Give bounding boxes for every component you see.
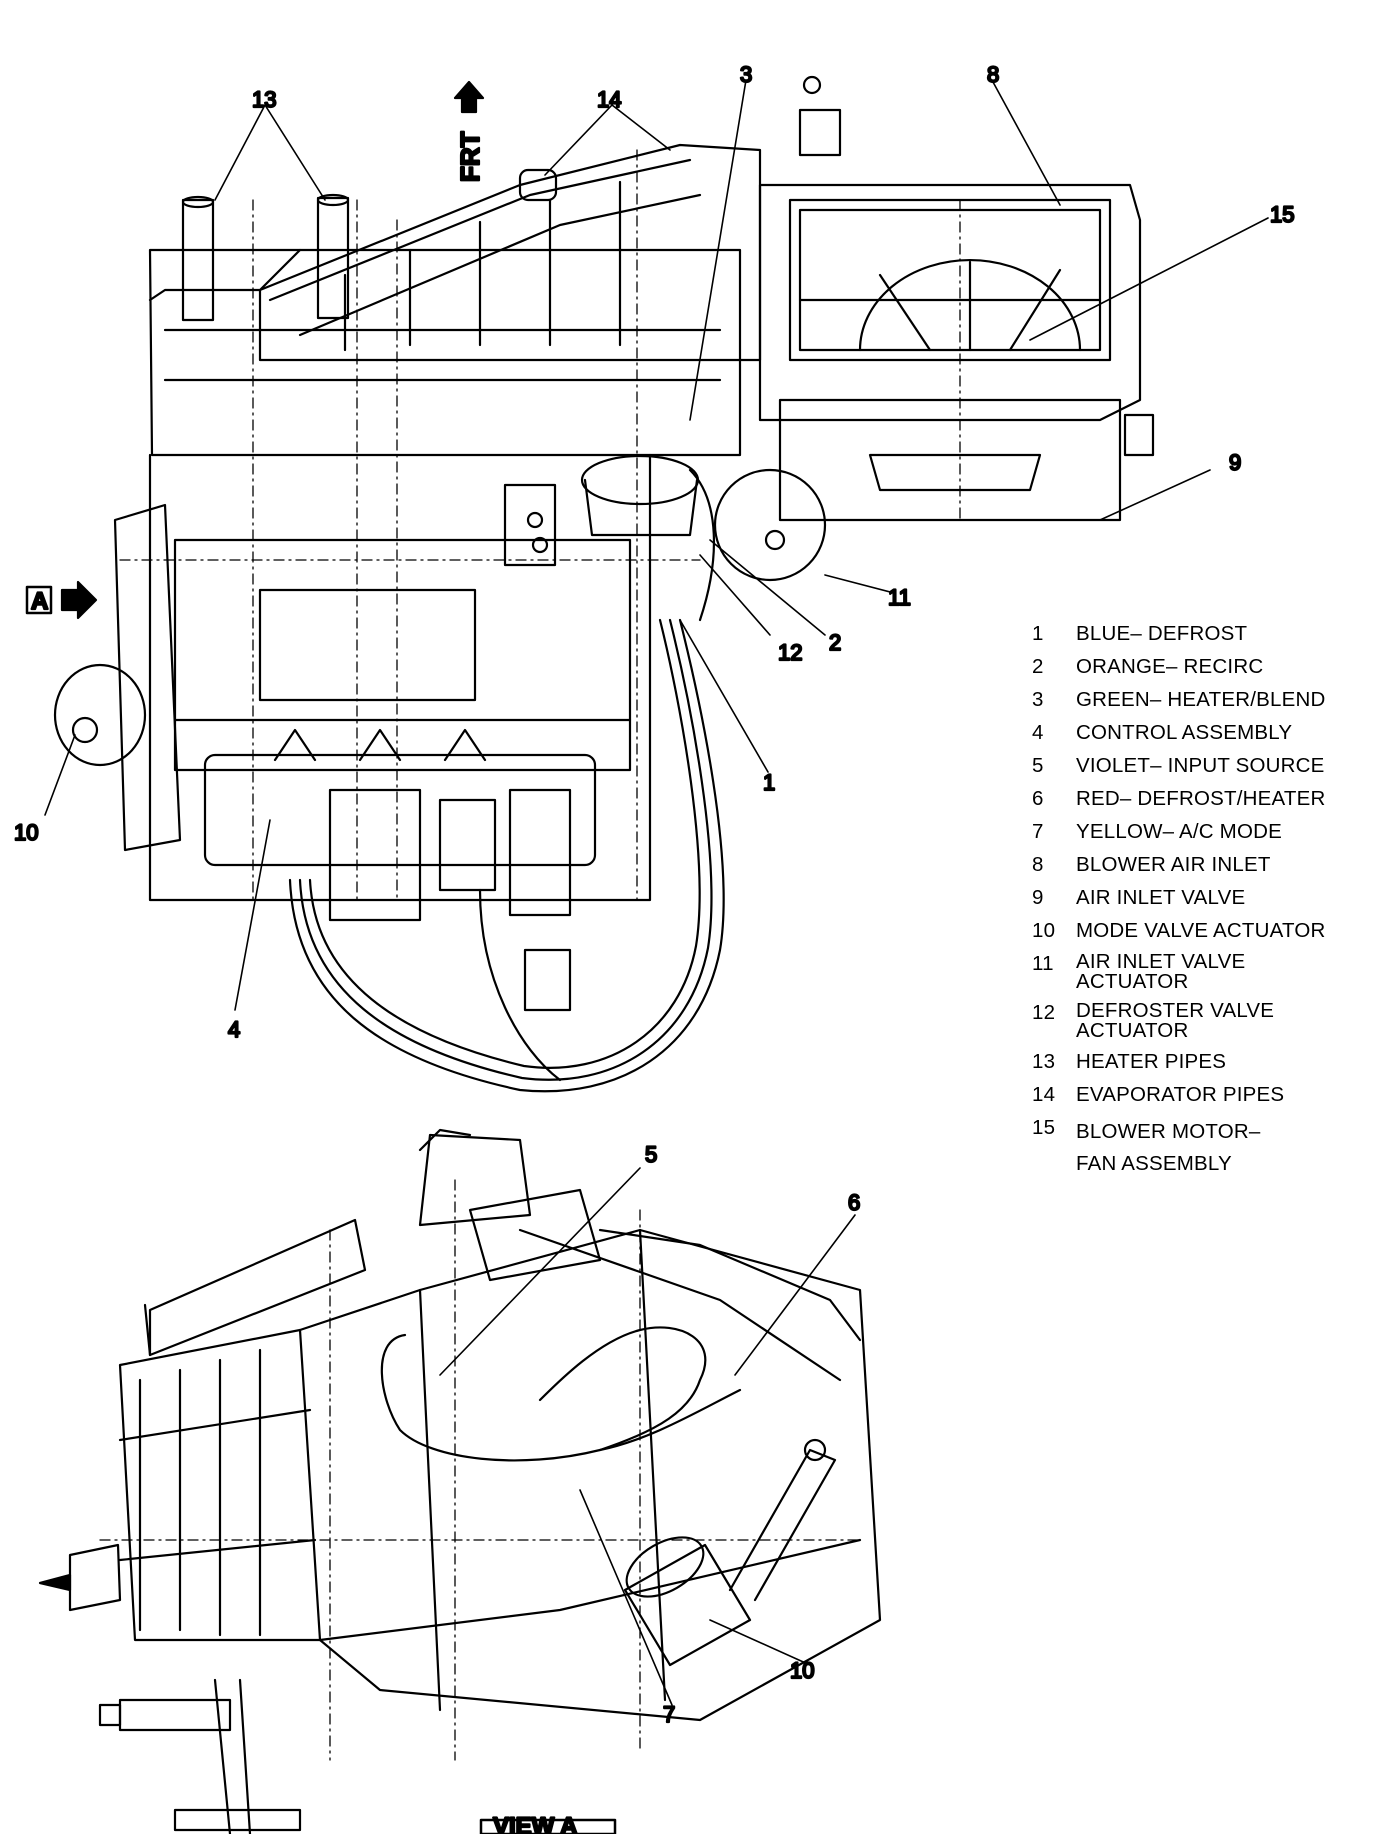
legend-text: AIR INLET VALVE ACTUATOR xyxy=(1076,950,1246,993)
legend-text: BLOWER AIR INLET xyxy=(1076,853,1271,876)
legend-number: 7 xyxy=(1032,820,1044,843)
legend-item-11: 11 AIR INLET VALVE ACTUATOR xyxy=(1030,950,1370,993)
legend-text: EVAPORATOR PIPES xyxy=(1076,1083,1285,1106)
legend-item-5: 5 VIOLET– INPUT SOURCE xyxy=(1030,754,1370,778)
callout-14: 14 xyxy=(597,87,621,112)
legend-text: HEATER PIPES xyxy=(1076,1050,1227,1073)
callout-10-bottom: 10 xyxy=(790,1658,814,1683)
legend-number: 15 xyxy=(1032,1116,1056,1139)
legend-text: CONTROL ASSEMBLY xyxy=(1076,721,1293,744)
legend-number: 5 xyxy=(1032,754,1044,777)
callout-11: 11 xyxy=(888,585,911,610)
legend-item-7: 7 YELLOW– A/C MODE xyxy=(1030,820,1370,844)
legend-item-1: 1 BLUE– DEFROST xyxy=(1030,622,1370,646)
legend-item-12: 12 DEFROSTER VALVE ACTUATOR xyxy=(1030,999,1370,1042)
callout-13: 13 xyxy=(252,87,276,112)
legend-number: 2 xyxy=(1032,655,1044,678)
callout-6: 6 xyxy=(848,1190,860,1215)
top-assembly-drawing xyxy=(25,75,1155,1093)
view-a-title: VIEW A xyxy=(493,1813,577,1834)
legend-text: GREEN– HEATER/BLEND xyxy=(1076,688,1326,711)
callout-8: 8 xyxy=(987,62,999,87)
legend-number: 6 xyxy=(1032,787,1044,810)
view-a-marker-label: A xyxy=(31,588,48,615)
callout-10-top: 10 xyxy=(14,820,38,845)
legend-number: 9 xyxy=(1032,886,1044,909)
legend-number: 14 xyxy=(1032,1083,1056,1106)
legend-item-2: 2 ORANGE– RECIRC xyxy=(1030,655,1370,679)
legend-item-13: 13 HEATER PIPES xyxy=(1030,1050,1370,1074)
legend-text: ORANGE– RECIRC xyxy=(1076,655,1264,678)
callout-12: 12 xyxy=(778,640,802,665)
legend-text: RED– DEFROST/HEATER xyxy=(1076,787,1326,810)
legend-number: 13 xyxy=(1032,1050,1056,1073)
legend-number: 10 xyxy=(1032,919,1056,942)
legend-text: BLOWER MOTOR– FAN ASSEMBLY xyxy=(1076,1120,1261,1175)
legend-number: 8 xyxy=(1032,853,1044,876)
legend-item-6: 6 RED– DEFROST/HEATER xyxy=(1030,787,1370,811)
callout-7: 7 xyxy=(663,1702,675,1727)
legend-item-15: 15 BLOWER MOTOR– FAN ASSEMBLY xyxy=(1030,1116,1370,1180)
legend-item-3: 3 GREEN– HEATER/BLEND xyxy=(1030,688,1370,712)
view-a-callout-leaders xyxy=(439,1167,856,1706)
legend-number: 11 xyxy=(1032,952,1054,975)
legend-text: YELLOW– A/C MODE xyxy=(1076,820,1282,843)
view-a-drawing xyxy=(38,1128,882,1834)
legend-item-8: 8 BLOWER AIR INLET xyxy=(1030,853,1370,877)
front-direction-label: FRT xyxy=(455,131,485,182)
legend-item-9: 9 AIR INLET VALVE xyxy=(1030,886,1370,910)
callout-2: 2 xyxy=(829,630,841,655)
legend-text: MODE VALVE ACTUATOR xyxy=(1076,919,1326,942)
callout-3: 3 xyxy=(740,62,752,87)
legend-item-14: 14 EVAPORATOR PIPES xyxy=(1030,1083,1370,1107)
legend-text: DEFROSTER VALVE ACTUATOR xyxy=(1076,999,1275,1042)
legend-text: VIOLET– INPUT SOURCE xyxy=(1076,754,1325,777)
legend-text: BLUE– DEFROST xyxy=(1076,622,1248,645)
parts-legend: 1 BLUE– DEFROST 2 ORANGE– RECIRC 3 GREEN– H… xyxy=(1030,622,1370,1189)
top-callout-leaders xyxy=(44,79,1269,1011)
legend-number: 12 xyxy=(1032,1001,1056,1024)
legend-item-4: 4 CONTROL ASSEMBLY xyxy=(1030,721,1370,745)
callout-5: 5 xyxy=(645,1142,657,1167)
callout-4: 4 xyxy=(228,1017,240,1042)
legend-number: 3 xyxy=(1032,688,1044,711)
legend-item-10: 10 MODE VALVE ACTUATOR xyxy=(1030,919,1370,943)
legend-text: AIR INLET VALVE xyxy=(1076,886,1246,909)
legend-number: 4 xyxy=(1032,721,1044,744)
callout-9: 9 xyxy=(1229,450,1241,475)
legend-number: 1 xyxy=(1032,622,1044,645)
callout-15: 15 xyxy=(1270,202,1294,227)
callout-1: 1 xyxy=(763,770,775,795)
